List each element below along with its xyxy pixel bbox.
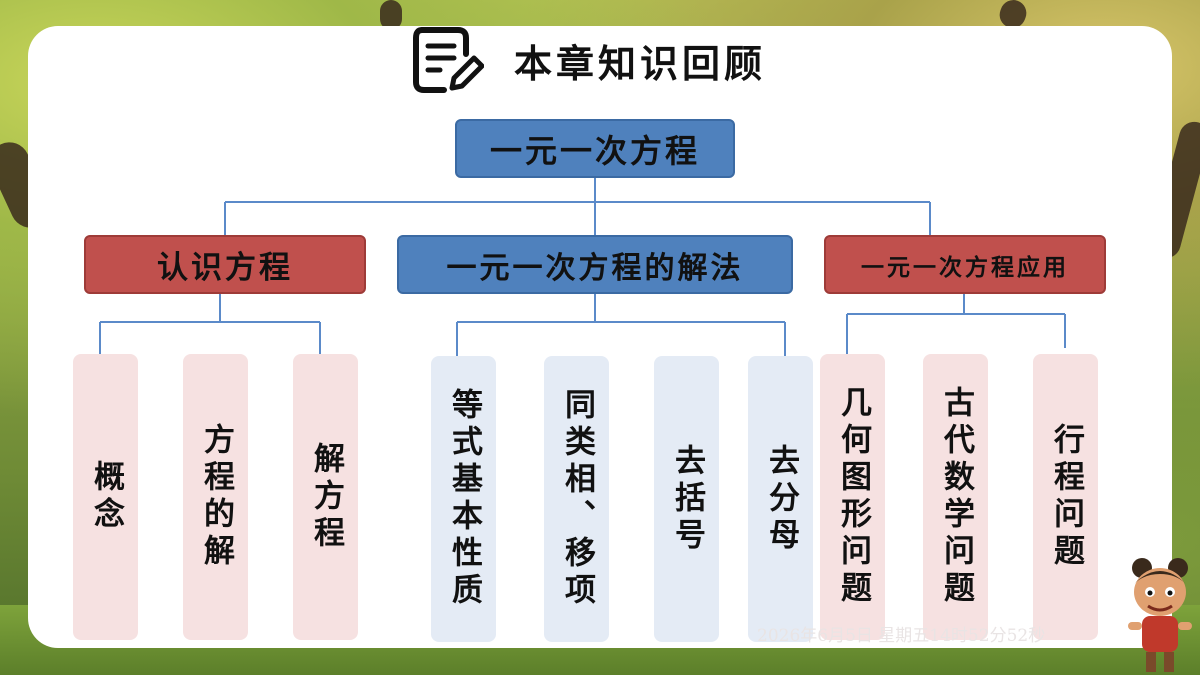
date-time-stamp: 2026年6月5日 星期五14时52分52秒 xyxy=(757,626,1046,646)
leaf-like-terms-transpose: 同类相、移项 xyxy=(544,356,609,642)
notes-edit-icon xyxy=(413,27,484,93)
leaf-ancient-math-problem: 古代数学问题 xyxy=(923,354,988,640)
branch-node-application: 一元一次方程应用 xyxy=(824,235,1106,294)
leaf-solution-of-equation: 方程的解 xyxy=(183,354,248,640)
leaf-geometry-problem: 几何图形问题 xyxy=(820,354,885,640)
branch-node-solving: 一元一次方程的解法 xyxy=(397,235,793,294)
page-title: 本章知识回顾 xyxy=(514,40,767,86)
leaf-remove-brackets: 去括号 xyxy=(654,356,719,642)
leaf-travel-problem: 行程问题 xyxy=(1033,354,1098,640)
cartoon-character-icon xyxy=(1128,558,1192,672)
leaf-solve-equation: 解方程 xyxy=(293,354,358,640)
root-node: 一元一次方程 xyxy=(455,119,735,178)
leaf-concept: 概念 xyxy=(73,354,138,640)
title-area: 本章知识回顾 xyxy=(412,24,766,96)
branch-node-recognize: 认识方程 xyxy=(84,235,366,294)
leaf-remove-denominator: 去分母 xyxy=(748,356,813,642)
leaf-equality-properties: 等式基本性质 xyxy=(431,356,496,642)
